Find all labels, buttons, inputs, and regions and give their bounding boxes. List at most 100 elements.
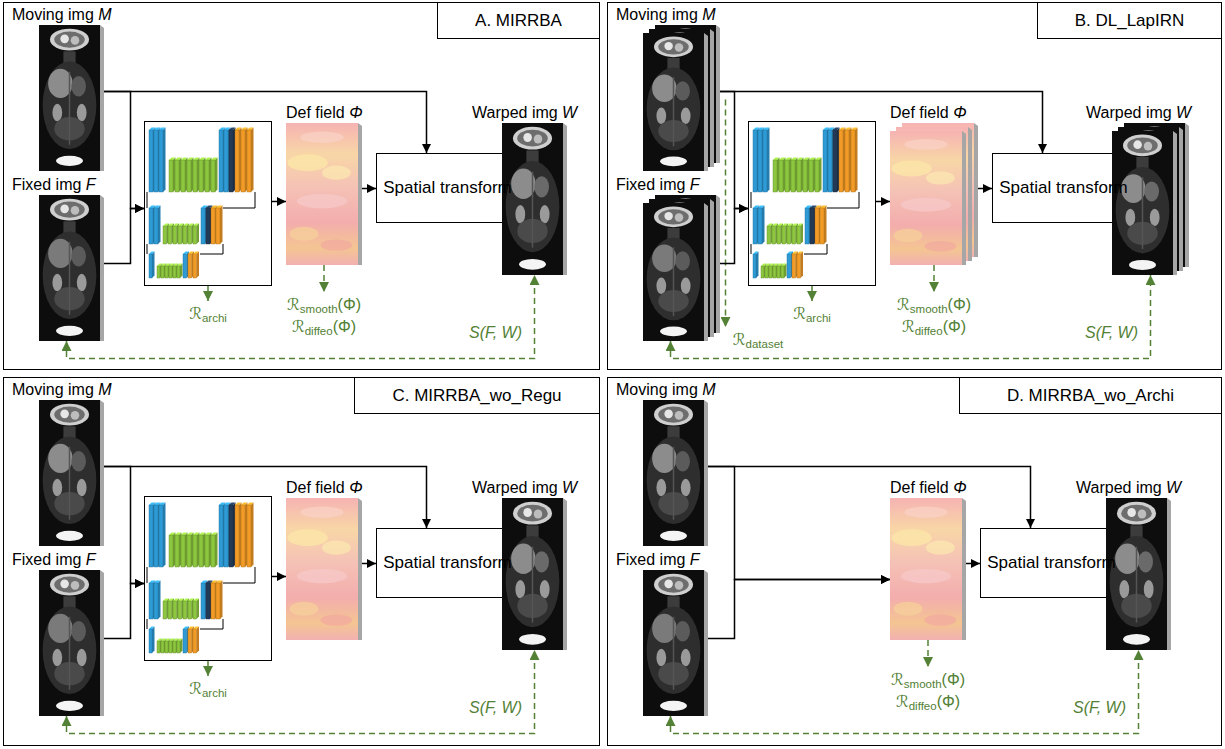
process-label: Spatial transform <box>999 177 1128 198</box>
text-part: M <box>702 381 715 398</box>
mri-image <box>39 570 104 716</box>
image-frame <box>643 195 720 341</box>
deformation-field-node: Def field Φ <box>286 103 363 265</box>
image-frame <box>643 400 708 546</box>
text-part: ℛ <box>292 318 305 335</box>
text-part: diffeo <box>915 325 943 337</box>
text-part: Fixed img <box>616 551 690 568</box>
image-label: Def field Φ <box>890 478 967 498</box>
mri-slice <box>39 25 104 171</box>
flow-arrow <box>708 467 1031 529</box>
regularizer-label: ℛarchi <box>748 304 876 324</box>
unet-architecture <box>147 128 255 279</box>
mri-image <box>643 195 720 341</box>
text-part: Moving img <box>12 381 98 398</box>
image-node: Fixed img F <box>12 175 104 341</box>
text-part: Warped img <box>1076 479 1166 496</box>
text-part: archi <box>806 312 831 324</box>
similarity-connector <box>67 275 535 359</box>
regularizer-label: ℛdataset <box>731 330 786 350</box>
title-box: D. MIRRBA_wo_Archi <box>959 378 1221 414</box>
leader-layer <box>208 100 934 677</box>
text-part: M <box>98 381 111 398</box>
mri-image <box>1106 498 1171 650</box>
image-label: Moving img M <box>12 5 112 25</box>
text-part: ℛ <box>287 296 300 313</box>
mri-image <box>643 570 708 716</box>
text-part: A. MIRRBA <box>475 11 562 30</box>
image-frame <box>890 123 978 265</box>
regularizer-label: ℛdiffeo(Φ) <box>290 317 358 337</box>
image-frame <box>1112 123 1189 275</box>
text-part: F <box>690 551 700 568</box>
network-drawing <box>749 122 874 284</box>
similarity-label: S(F, W) <box>1083 323 1140 343</box>
text-part: F <box>86 176 96 193</box>
flow-arrow <box>104 209 144 264</box>
text-part: ℛ <box>189 680 202 697</box>
image-frame <box>286 498 362 640</box>
network-node: ℛarchi <box>144 496 272 699</box>
image-label: Fixed img F <box>12 550 104 570</box>
text-part: Def field <box>890 479 953 496</box>
text-part: Spatial transform <box>987 553 1116 572</box>
image-label: Fixed img F <box>12 175 104 195</box>
image-label: Moving img M <box>616 380 716 400</box>
network-box <box>144 496 272 661</box>
similarity-connector <box>67 650 535 734</box>
text-part: Φ <box>953 104 966 121</box>
image-label: Fixed img F <box>616 175 720 195</box>
similarity-label: S(F, W) <box>1071 698 1128 718</box>
image-node: Fixed img F <box>616 550 708 716</box>
process-label: Spatial transform <box>987 552 1116 573</box>
text-part: Def field <box>890 104 953 121</box>
mri-slice <box>643 400 708 546</box>
mri-slice <box>643 203 708 341</box>
mri-slice <box>39 570 104 716</box>
regularizer-leader <box>207 661 209 676</box>
similarity-label: S(F, W) <box>467 698 524 718</box>
mri-image <box>1112 123 1189 275</box>
text-part: Fixed img <box>616 176 690 193</box>
panel-title: D. MIRRBA_wo_Archi <box>1007 385 1174 406</box>
unet-architecture <box>751 128 859 279</box>
regularizer-label: ℛdiffeo(Φ) <box>894 692 962 712</box>
deformation-field-image <box>286 123 362 265</box>
regularizer-label: ℛsmooth(Φ) <box>895 295 973 315</box>
similarity-connector <box>671 650 1139 734</box>
image-label: Warped img W <box>1076 478 1181 498</box>
regularizer-leader <box>927 640 929 667</box>
text-part: Warped img <box>472 104 562 121</box>
text-part: Moving img <box>12 6 98 23</box>
deformation-field <box>890 498 966 640</box>
mri-image <box>502 498 567 650</box>
image-label: Def field Φ <box>890 103 978 123</box>
method-panel: Moving img M Fixed img F ℛarchi Def field Φ… <box>607 2 1222 370</box>
deformation-field-node: Def field Φ <box>890 103 978 265</box>
unet-architecture <box>147 503 255 654</box>
text-part: M <box>702 6 715 23</box>
deformation-field-image <box>890 498 966 640</box>
image-label: Warped img W <box>1086 103 1191 123</box>
flow-arrow <box>104 584 144 639</box>
text-part: ℛ <box>793 305 806 322</box>
image-frame <box>502 498 567 650</box>
network-drawing <box>145 497 270 659</box>
mri-image <box>643 25 720 171</box>
network-node: ℛarchi <box>144 121 272 324</box>
text-part: Fixed img <box>12 176 86 193</box>
text-part: S(F, W) <box>1085 324 1138 341</box>
text-part: dataset <box>745 338 783 350</box>
image-label: Moving img M <box>616 5 720 25</box>
text-part: W <box>562 104 577 121</box>
title-box: C. MIRRBA_wo_Regu <box>354 378 599 414</box>
deformation-field <box>286 123 362 265</box>
regularizer-leader <box>811 286 813 301</box>
text-part: W <box>1176 104 1191 121</box>
text-part: Φ <box>349 104 362 121</box>
image-node: Moving img M <box>12 5 112 171</box>
similarity-connector <box>671 275 1151 359</box>
text-part: (Φ) <box>948 296 971 313</box>
regularizer-label: ℛsmooth(Φ) <box>285 295 363 315</box>
